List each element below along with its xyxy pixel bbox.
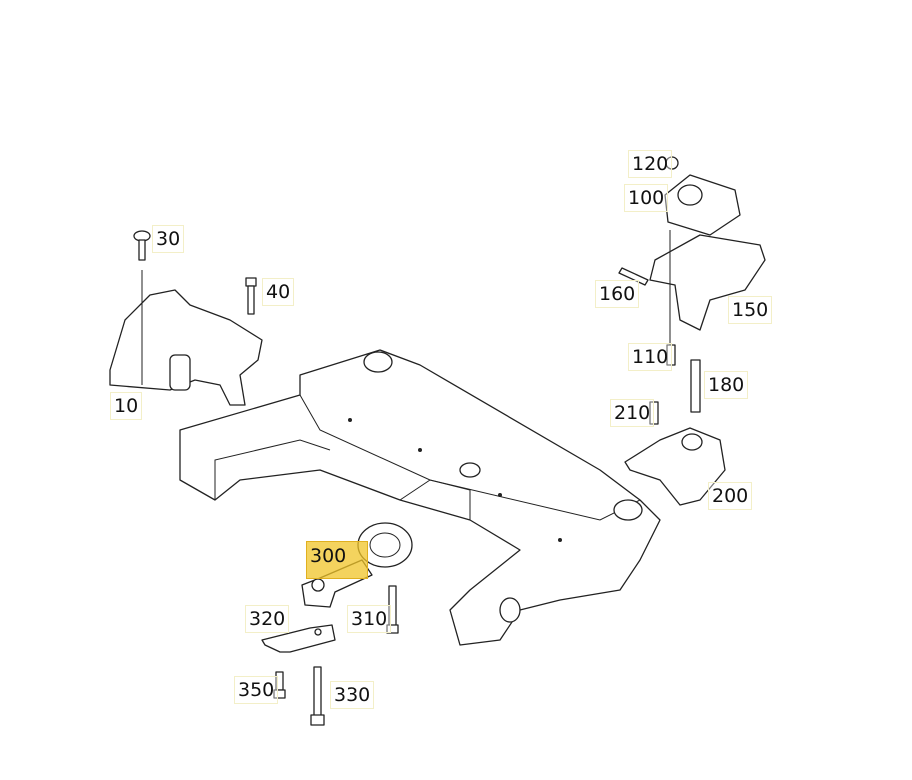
callout-210[interactable]: 210 <box>610 399 655 427</box>
callout-310[interactable]: 310 <box>347 605 392 633</box>
bolt-330[interactable] <box>310 666 325 726</box>
mount-100[interactable] <box>664 156 741 236</box>
bracket-320[interactable] <box>261 624 336 653</box>
subframe-part[interactable] <box>179 349 661 646</box>
bolt-30[interactable] <box>133 230 151 261</box>
callout-200[interactable]: 200 <box>708 482 753 510</box>
callout-160[interactable]: 160 <box>595 280 640 308</box>
callout-330[interactable]: 330 <box>330 681 375 709</box>
bolt-310[interactable] <box>386 585 399 634</box>
callout-320[interactable]: 320 <box>245 605 290 633</box>
callout-40[interactable]: 40 <box>262 278 295 306</box>
stud-180[interactable] <box>690 359 701 413</box>
bracket-150[interactable] <box>649 230 766 345</box>
callout-10[interactable]: 10 <box>110 392 143 420</box>
bolt-160[interactable] <box>618 267 649 286</box>
bolt-350[interactable] <box>273 671 286 699</box>
callout-110[interactable]: 110 <box>628 343 673 371</box>
callout-350[interactable]: 350 <box>234 676 279 704</box>
engine-mount-10[interactable] <box>109 270 263 406</box>
mount-200[interactable] <box>624 427 726 506</box>
callout-100[interactable]: 100 <box>624 184 669 212</box>
callout-180[interactable]: 180 <box>704 371 749 399</box>
bolt-110[interactable] <box>666 344 676 366</box>
callout-120[interactable]: 120 <box>628 150 673 178</box>
callout-300-highlighted[interactable]: 300 <box>306 541 368 579</box>
callout-30[interactable]: 30 <box>152 225 185 253</box>
callout-150[interactable]: 150 <box>728 296 773 324</box>
bolt-40[interactable] <box>245 277 257 315</box>
